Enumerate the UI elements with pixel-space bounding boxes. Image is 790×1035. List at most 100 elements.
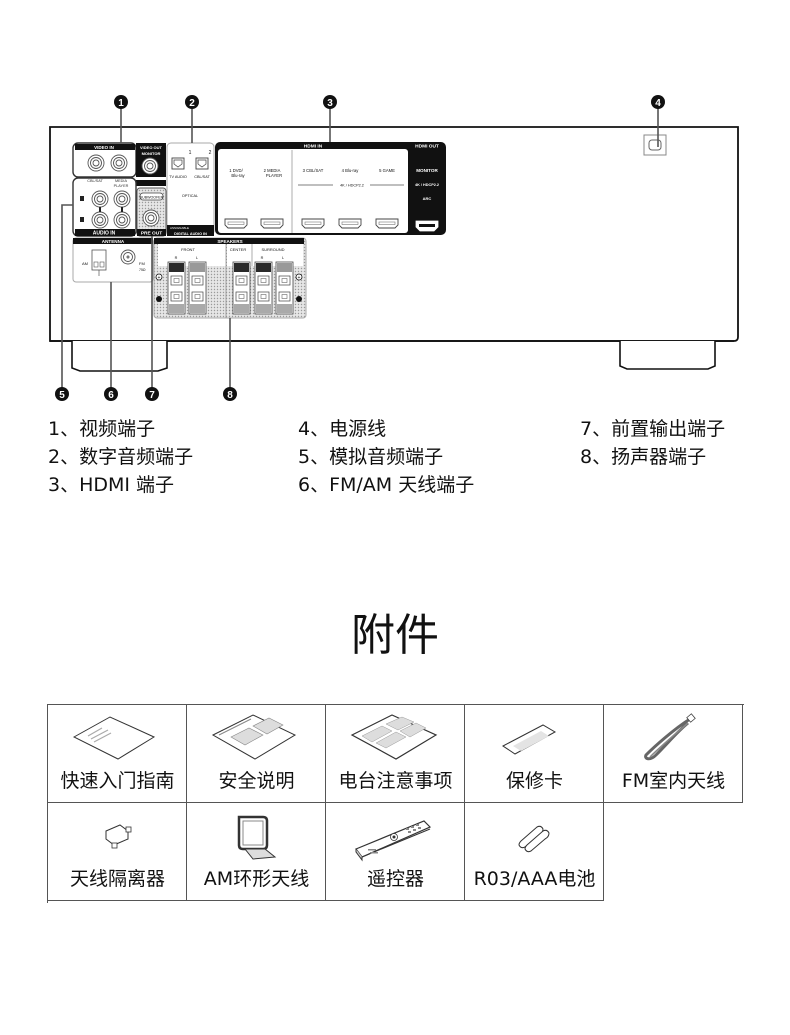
callout-8: 8 — [223, 387, 237, 401]
callout-1: 1 — [114, 95, 128, 109]
hdmi-port — [375, 218, 399, 229]
hdmi-port — [338, 218, 362, 229]
svg-text:CBL/SAT: CBL/SAT — [194, 175, 210, 179]
speaker-terminal — [188, 261, 207, 315]
legend-item: 1、视频端子 — [48, 418, 156, 440]
svg-text:75Ω: 75Ω — [139, 268, 146, 272]
svg-text:HDMI OUT: HDMI OUT — [415, 144, 439, 150]
svg-text:DIGITAL AUDIO IN: DIGITAL AUDIO IN — [174, 232, 207, 236]
hdmi-input-label: PLAYER — [266, 173, 282, 178]
hdmi-input-5: 5 GAME — [375, 168, 399, 229]
accessory-label: 电台注意事项 — [338, 770, 453, 792]
accessory-label: R03/AAA电池 — [473, 868, 596, 890]
hdmi-input-1: 1 DVD/Blu-ray — [224, 168, 248, 229]
hdmi-input-3: 3 CBL/SAT — [301, 168, 325, 229]
svg-text:PRE OUT: PRE OUT — [141, 231, 162, 237]
svg-text:CENTER: CENTER — [230, 247, 247, 252]
callout-6: 6 — [104, 387, 118, 401]
hdmi-input-label: 2 MEDIA — [264, 168, 281, 173]
accessories-grid: 快速入门指南 安全说明 电台注意事项 保修卡 — [47, 704, 744, 903]
hdmi-input-label: Blu-ray — [231, 173, 245, 178]
callout-number: 2 — [189, 98, 195, 109]
hdmi-input-label: 1 DVD/ — [229, 168, 243, 173]
hdmi-port — [224, 218, 248, 229]
accessory-cell: 天线隔离器 — [48, 803, 187, 901]
svg-text:TV AUDIO: TV AUDIO — [169, 175, 187, 179]
callout-number: 8 — [227, 390, 233, 401]
callouts: 1 2 3 4 5 6 7 8 — [55, 95, 665, 401]
pre-out-panel: SUBWOOFER PRE OUT — [136, 187, 167, 237]
svg-text:VIDEO OUT: VIDEO OUT — [140, 145, 163, 150]
video-out-panel: VIDEO OUT MONITOR — [136, 143, 166, 186]
svg-text:OPTICAL: OPTICAL — [182, 194, 198, 198]
accessory-cell: R03/AAA电池 — [465, 803, 604, 901]
svg-text:4K / HDCP2.2: 4K / HDCP2.2 — [415, 183, 439, 187]
rca-jack — [87, 154, 128, 172]
legend-item: 6、FM/AM 天线端子 — [298, 474, 475, 496]
svg-text:+: + — [298, 275, 301, 281]
legend-item: 8、扬声器端子 — [580, 446, 707, 468]
svg-text:R: R — [175, 256, 178, 260]
accessory-label: AM环形天线 — [203, 868, 310, 890]
callout-4: 4 — [651, 95, 665, 109]
svg-text:AM: AM — [82, 261, 88, 266]
svg-text:L: L — [282, 256, 284, 260]
remote-control-icon — [355, 820, 432, 862]
callout-number: 7 — [149, 390, 155, 401]
accessory-label: FM室内天线 — [621, 770, 726, 792]
accessory-cell: 安全说明 — [187, 705, 326, 803]
callout-7: 7 — [145, 387, 159, 401]
accessory-cell: AM环形天线 — [187, 803, 326, 901]
svg-text:FRONT: FRONT — [181, 247, 195, 252]
speaker-terminal — [232, 261, 251, 315]
accessory-label: 快速入门指南 — [60, 770, 175, 792]
svg-text:1: 1 — [189, 150, 192, 156]
leader-lines — [61, 108, 659, 389]
speakers-panel: SPEAKERS FRONT CENTER SURROUND R L R L +… — [153, 237, 307, 319]
warranty-card-icon — [502, 724, 557, 755]
svg-text:ARC: ARC — [423, 196, 432, 201]
legend-item: 5、模拟音频端子 — [298, 446, 444, 468]
audio-in-panel: CBL/SAT MEDIA PLAYER AUDIO IN — [72, 177, 137, 237]
svg-text:MEDIA: MEDIA — [115, 179, 127, 183]
callout-3: 3 — [323, 95, 337, 109]
quick-start-guide-icon — [72, 716, 156, 760]
callout-number: 6 — [108, 390, 114, 401]
connector-legend: 1、视频端子 2、数字音频端子 3、HDMI 端子 4、电源线 5、模拟音频端子… — [48, 415, 768, 505]
speaker-terminal — [275, 261, 294, 315]
batteries-icon — [518, 825, 550, 853]
svg-text:2: 2 — [209, 150, 212, 156]
accessory-label: 天线隔离器 — [69, 868, 165, 890]
callout-number: 4 — [655, 98, 661, 109]
accessory-cell: 遥控器 — [326, 803, 465, 901]
svg-text:SPEAKERS: SPEAKERS — [217, 239, 242, 244]
legend-item: 3、HDMI 端子 — [48, 474, 175, 496]
svg-text:ASSIGNABLE: ASSIGNABLE — [170, 226, 189, 230]
hdmi-port — [301, 218, 325, 229]
callout-number: 1 — [118, 98, 124, 109]
video-in-panel: VIDEO IN — [72, 142, 137, 178]
speaker-terminal — [254, 261, 273, 315]
right-foot — [619, 341, 716, 370]
svg-text:AUDIO IN: AUDIO IN — [93, 231, 116, 237]
hdmi-port — [260, 218, 284, 229]
svg-text:MONITOR: MONITOR — [416, 168, 438, 173]
svg-text:+: + — [158, 275, 161, 281]
accessories-title: 附件 — [351, 610, 439, 661]
accessory-label: 遥控器 — [366, 868, 424, 890]
antenna-isolator-icon — [105, 824, 132, 849]
hdmi-input-label: 3 CBL/SAT — [303, 168, 324, 173]
svg-text:R: R — [261, 256, 264, 260]
radio-notes-icon — [350, 714, 438, 760]
am-loop-antenna-icon — [237, 815, 277, 860]
svg-text:MONITOR: MONITOR — [142, 151, 161, 156]
accessory-cell: FM室内天线 — [604, 705, 743, 803]
callout-number: 5 — [59, 390, 65, 401]
svg-text:FM: FM — [139, 261, 145, 266]
fm-antenna-icon — [644, 713, 696, 761]
svg-text:ANTENNA: ANTENNA — [102, 239, 125, 244]
legend-item: 7、前置输出端子 — [580, 418, 726, 440]
